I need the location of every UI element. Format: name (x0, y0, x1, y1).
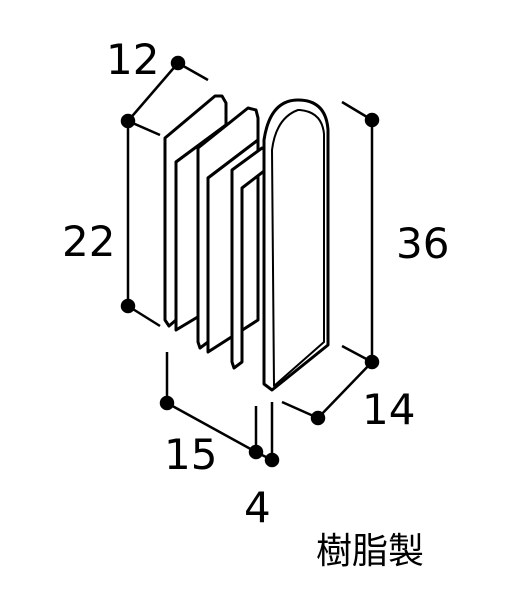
cap-head-front (271, 109, 325, 387)
label-insert-length: 15 (164, 430, 217, 479)
dim-inner-height (120, 121, 161, 328)
dim-depth (281, 361, 373, 426)
dim-insert-length (159, 352, 264, 460)
label-top-width: 12 (106, 35, 159, 84)
label-inner-height: 22 (62, 217, 115, 266)
label-depth: 14 (362, 385, 415, 434)
label-total-height: 36 (396, 219, 449, 268)
label-cap-thickness: 4 (244, 483, 271, 532)
dim-total-height (341, 100, 380, 370)
material-label: 樹脂製 (316, 531, 424, 572)
end-cap-part (163, 94, 330, 392)
dim-cap-thickness (255, 402, 280, 468)
